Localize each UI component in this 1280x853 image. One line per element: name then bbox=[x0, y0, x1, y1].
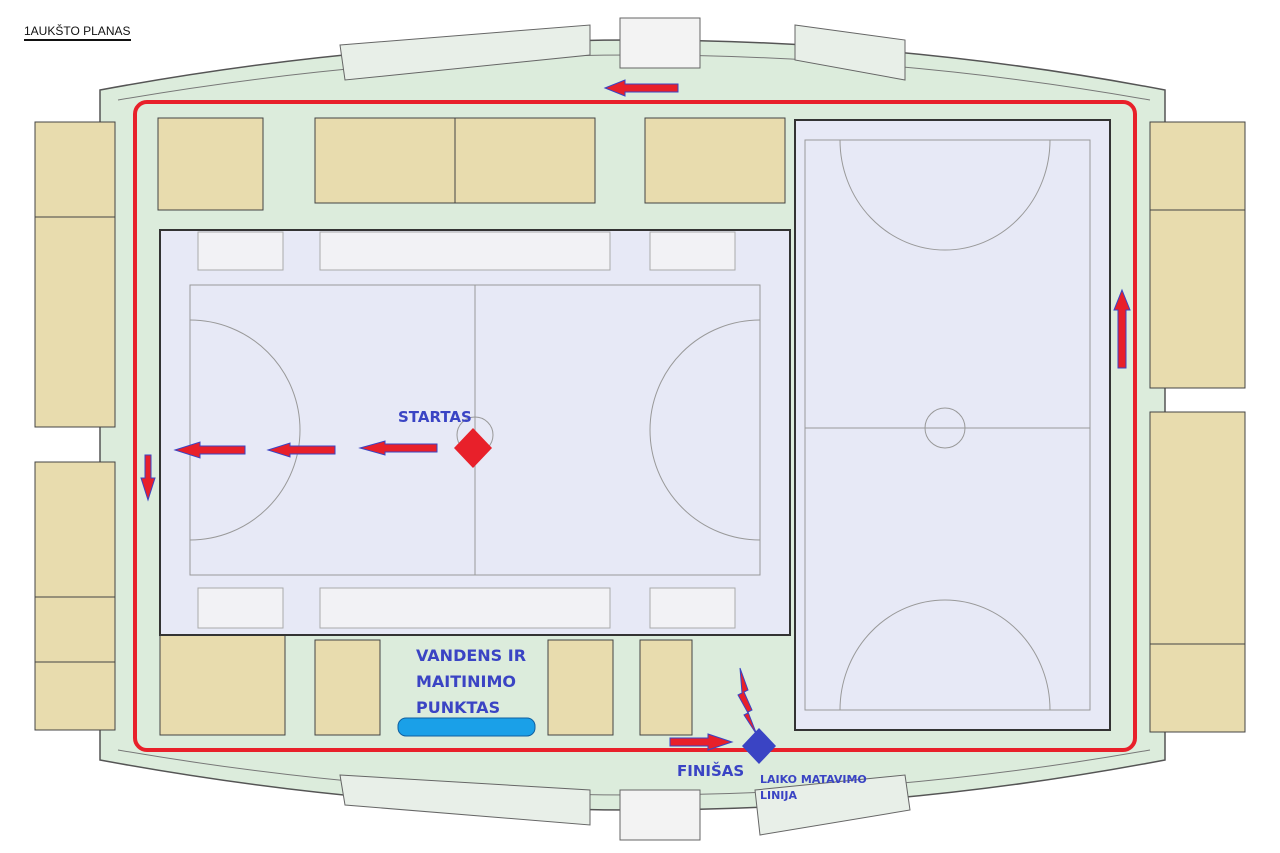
direction-arrows bbox=[140, 79, 1131, 751]
race-route bbox=[133, 100, 1137, 752]
right-annex-rooms bbox=[1149, 121, 1246, 733]
finish-label: FINIŠAS bbox=[677, 762, 745, 780]
start-label: STARTAS bbox=[398, 408, 472, 426]
top-rooms bbox=[157, 117, 786, 211]
water-label-line1: VANDENS IR bbox=[416, 646, 527, 665]
water-station-label: VANDENS IR MAITINIMO PUNKTAS bbox=[416, 643, 526, 721]
finish-marker bbox=[742, 728, 776, 764]
timing-label-line2: LINIJA bbox=[760, 789, 798, 802]
timing-line-label: LAIKO MATAVIMO LINIJA bbox=[760, 772, 867, 804]
start-marker bbox=[454, 428, 492, 468]
plan-title: 1AUKŠTO PLANAS bbox=[24, 24, 131, 41]
water-label-line3: PUNKTAS bbox=[416, 698, 501, 717]
side-court bbox=[794, 119, 1111, 731]
bottom-rooms bbox=[159, 634, 693, 736]
timing-label-line1: LAIKO MATAVIMO bbox=[760, 773, 867, 786]
bleachers bbox=[197, 231, 736, 629]
stands bbox=[339, 17, 911, 841]
left-annex-rooms bbox=[34, 121, 116, 731]
water-label-line2: MAITINIMO bbox=[416, 672, 516, 691]
water-station bbox=[397, 717, 536, 737]
